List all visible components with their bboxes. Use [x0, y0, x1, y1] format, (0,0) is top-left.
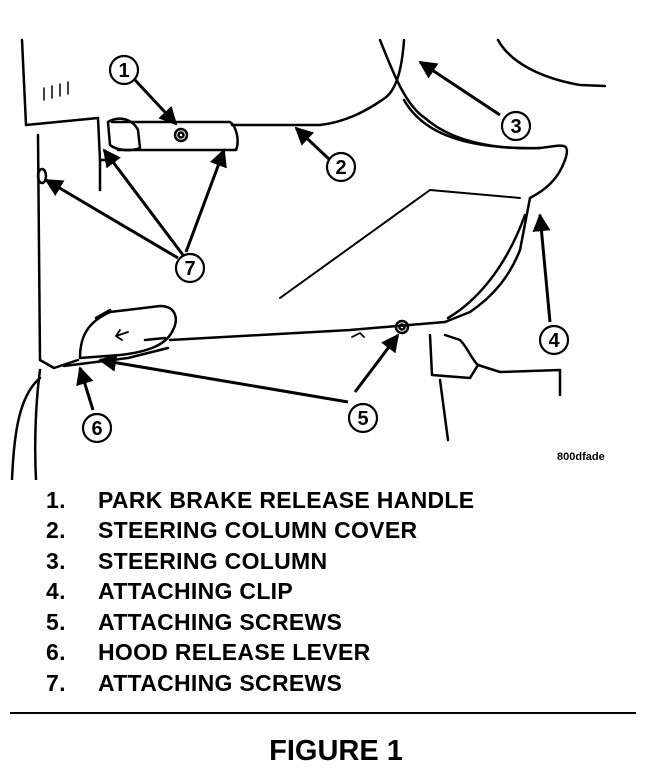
- legend-number: 4.: [46, 578, 66, 605]
- legend-item: 5. ATTACHING SCREWS: [46, 607, 646, 638]
- legend-item: 4. ATTACHING CLIP: [46, 577, 646, 608]
- steering-column-cover-diagram: 1 2 3 4 5 6 7 800dfade: [10, 38, 607, 480]
- legend-label: ATTACHING SCREWS: [98, 669, 343, 696]
- leader-5b: [353, 333, 400, 393]
- callout-4-label: 4: [548, 330, 560, 352]
- legend-number: 3.: [46, 547, 66, 574]
- leader-7b: [184, 148, 227, 253]
- leader-arrows: [44, 60, 552, 411]
- dashboard-outline: [10, 38, 607, 480]
- callout-7: 7: [174, 252, 206, 284]
- leader-1: [133, 78, 178, 126]
- legend-number: 2.: [46, 517, 66, 544]
- legend-list: 1. PARK BRAKE RELEASE HANDLE 2. STEERING…: [46, 485, 646, 699]
- callout-1-label: 1: [118, 60, 129, 82]
- legend-number: 1.: [46, 486, 66, 513]
- legend-label: ATTACHING SCREWS: [98, 608, 343, 635]
- callout-4: 4: [538, 324, 570, 356]
- callout-5: 5: [347, 402, 379, 434]
- callout-2: 2: [325, 151, 357, 183]
- legend-item: 2. STEERING COLUMN COVER: [46, 516, 646, 547]
- legend-label: STEERING COLUMN: [98, 547, 328, 574]
- leader-7c: [44, 178, 179, 260]
- leader-2: [294, 126, 332, 162]
- legend-number: 6.: [46, 639, 66, 666]
- legend-item: 1. PARK BRAKE RELEASE HANDLE: [46, 485, 646, 516]
- divider-line: [10, 712, 636, 714]
- leader-5a: [98, 353, 349, 404]
- legend-item: 3. STEERING COLUMN: [46, 546, 646, 577]
- callout-5-label: 5: [357, 408, 368, 430]
- legend-label: ATTACHING CLIP: [98, 578, 293, 605]
- leader-4: [532, 213, 552, 323]
- leader-3: [418, 60, 501, 117]
- legend-number: 7.: [46, 669, 66, 696]
- leader-6: [76, 366, 95, 411]
- legend-item: 7. ATTACHING SCREWS: [46, 668, 646, 699]
- leader-7a: [102, 148, 185, 256]
- legend-label: HOOD RELEASE LEVER: [98, 639, 371, 666]
- callout-3-label: 3: [510, 116, 521, 138]
- callouts: 1 2 3 4 5 6 7: [81, 54, 570, 444]
- diagram-code: 800dfade: [557, 451, 605, 463]
- legend-label: STEERING COLUMN COVER: [98, 517, 418, 544]
- callout-6: 6: [81, 412, 113, 444]
- callout-7-label: 7: [184, 258, 195, 280]
- callout-3: 3: [500, 110, 532, 142]
- callout-6-label: 6: [91, 418, 102, 440]
- callout-1: 1: [108, 54, 140, 86]
- callout-2-label: 2: [335, 157, 346, 179]
- legend-item: 6. HOOD RELEASE LEVER: [46, 638, 646, 669]
- legend-label: PARK BRAKE RELEASE HANDLE: [98, 486, 475, 513]
- legend-number: 5.: [46, 608, 66, 635]
- figure-title: FIGURE 1: [269, 735, 403, 767]
